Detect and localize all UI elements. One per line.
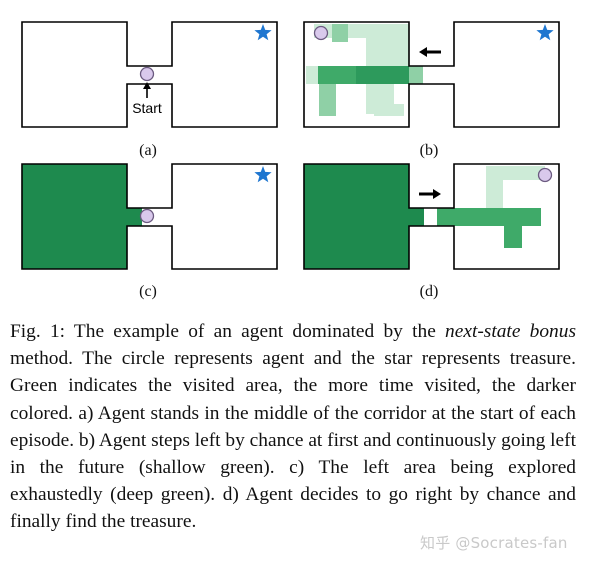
panel-c (21, 163, 278, 270)
agent-circle-icon (139, 208, 155, 224)
treasure-star-icon (254, 166, 272, 183)
panel-label-b: (b) (419, 142, 439, 159)
agent-circle-icon (139, 66, 155, 82)
right-arrow-icon (433, 189, 441, 199)
watermark: 知乎 @Socrates-fan (420, 534, 568, 552)
caption-text-1: Fig. 1: The example of an agent dominate… (10, 321, 446, 342)
visited-cell (366, 36, 409, 66)
visited-cell (314, 24, 409, 38)
maze-walls (21, 163, 278, 270)
visited-cell (486, 166, 503, 208)
maze-walls (303, 21, 560, 128)
agent-circle-icon (313, 25, 329, 41)
visited-cell (332, 24, 348, 42)
visited-cell (374, 104, 404, 116)
figure-drawing: Start (21, 21, 560, 270)
visited-cell (409, 66, 423, 84)
panel-label-c: (c) (139, 283, 157, 300)
treasure-star-icon (254, 24, 272, 41)
corridor-visited (127, 208, 142, 226)
panel-label-d: (d) (419, 283, 439, 300)
maze-walls (21, 21, 278, 128)
corridor-visited (409, 208, 424, 226)
panel-b (303, 21, 560, 128)
visited-cell (437, 208, 454, 226)
figure: Start (a) (b) (c) (d) (21, 21, 560, 300)
visited-cell (318, 66, 358, 84)
figure-caption: Fig. 1: The example of an agent dominate… (10, 318, 576, 536)
left-room-visited (22, 164, 127, 269)
panel-label-a: (a) (139, 142, 157, 159)
visited-cell (504, 226, 522, 248)
treasure-star-icon (536, 24, 554, 41)
left-arrow-icon (419, 47, 427, 57)
left-room-visited (304, 164, 409, 269)
visited-cell (454, 208, 541, 226)
caption-emphasis: next-state bonus (445, 321, 576, 342)
visited-cell (306, 66, 320, 84)
agent-circle-icon (537, 167, 553, 183)
maze-walls (303, 163, 560, 270)
caption-text-2: method. The circle represents agent and … (10, 348, 576, 533)
panel-d (303, 163, 560, 270)
visited-cell (503, 166, 545, 180)
panel-a: Start (21, 21, 278, 128)
visited-cell (356, 66, 409, 84)
up-arrow-icon (143, 82, 151, 89)
start-label: Start (132, 100, 162, 116)
visited-cell (319, 84, 336, 116)
